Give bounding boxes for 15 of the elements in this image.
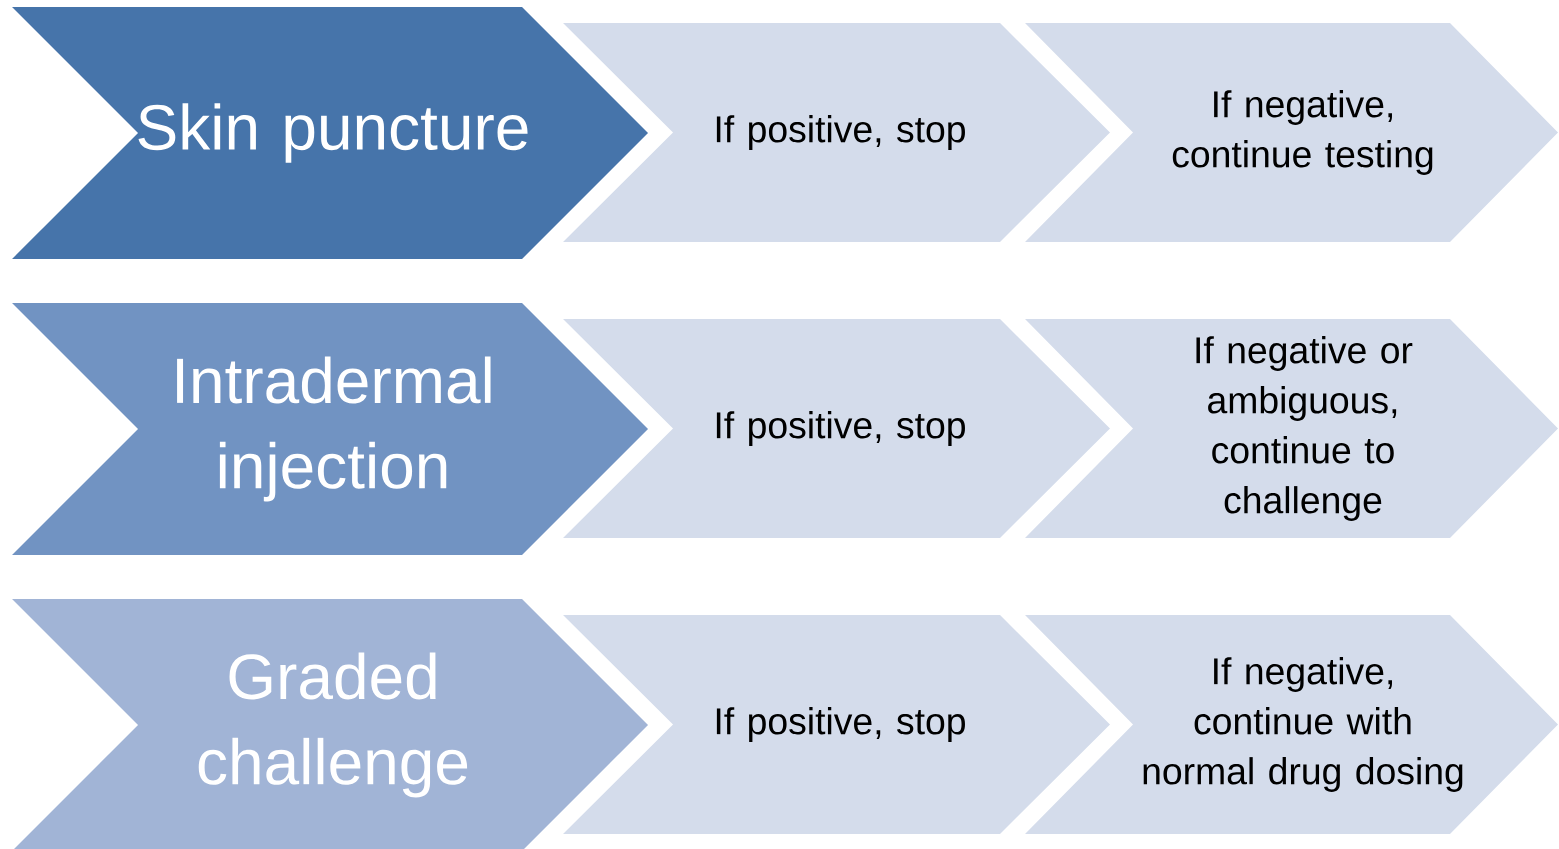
chevron-box: If positive, stop — [563, 319, 1110, 538]
node-label: If negative, continue testing — [1172, 90, 1433, 175]
chevron-box: If negative or ambiguous, continue to challenge — [1025, 319, 1558, 538]
node-label: If positive, stop — [716, 411, 965, 446]
node-label: If positive, stop — [716, 115, 965, 150]
chevron-box: If positive, stop — [563, 615, 1110, 834]
node-label: If negative or ambiguous, continue to challenge — [1196, 336, 1413, 521]
chevron-step: Intradermal injection — [12, 303, 648, 555]
chevron-box: If positive, stop — [563, 23, 1110, 242]
chevron-box: If negative, continue testing — [1025, 23, 1558, 242]
node-label: If negative, continue with normal drug dosing — [1143, 657, 1463, 792]
chevron-box: If negative, continue with normal drug dosing — [1025, 615, 1558, 834]
node-label: If positive, stop — [716, 707, 965, 742]
chevron-step: Graded challenge — [12, 599, 648, 849]
chevron-step: Skin puncture — [12, 7, 648, 259]
